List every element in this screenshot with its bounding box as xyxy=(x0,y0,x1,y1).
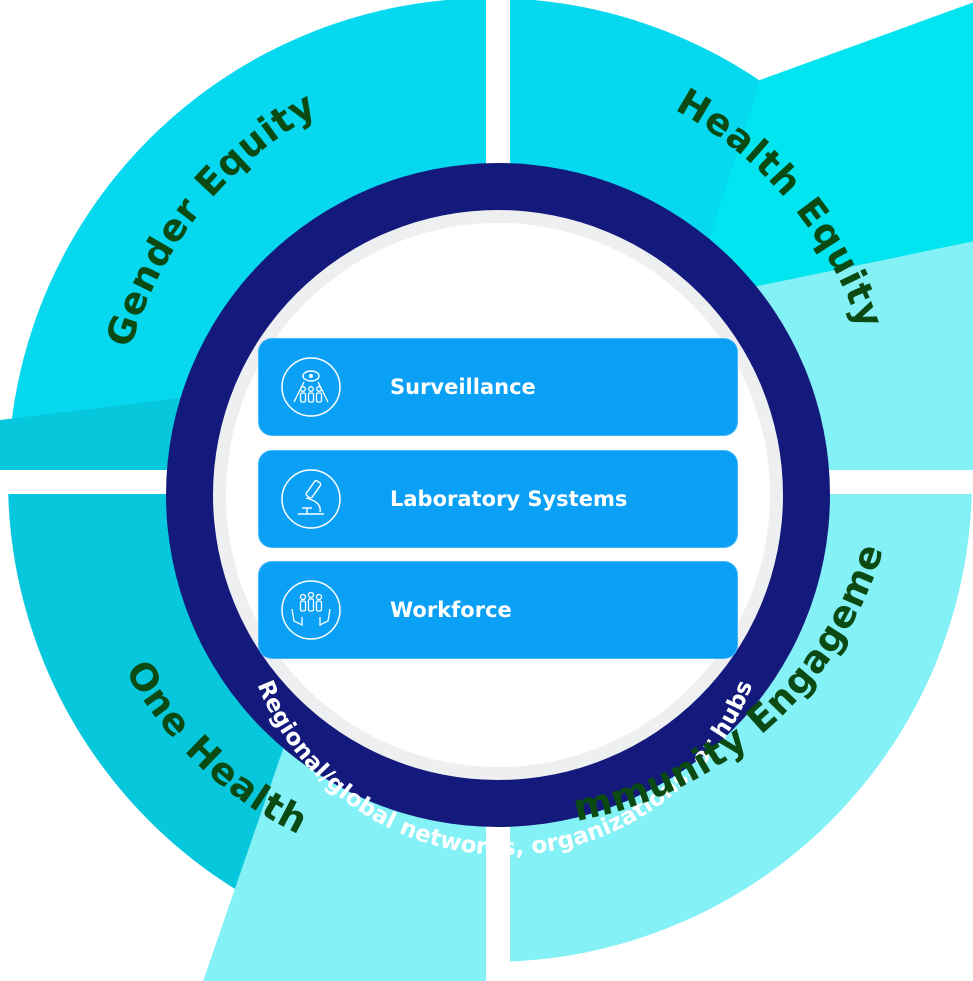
microscope-icon xyxy=(281,469,341,529)
card-label-surveillance: Surveillance xyxy=(390,375,536,399)
surveillance-icon xyxy=(281,357,341,417)
workforce-icon xyxy=(281,580,341,640)
card-workforce: Workforce xyxy=(258,561,738,659)
card-surveillance: Surveillance xyxy=(258,338,738,436)
card-label-workforce: Workforce xyxy=(390,598,512,622)
card-label-laboratory-systems: Laboratory Systems xyxy=(390,487,628,511)
card-laboratory-systems: Laboratory Systems xyxy=(258,450,738,548)
